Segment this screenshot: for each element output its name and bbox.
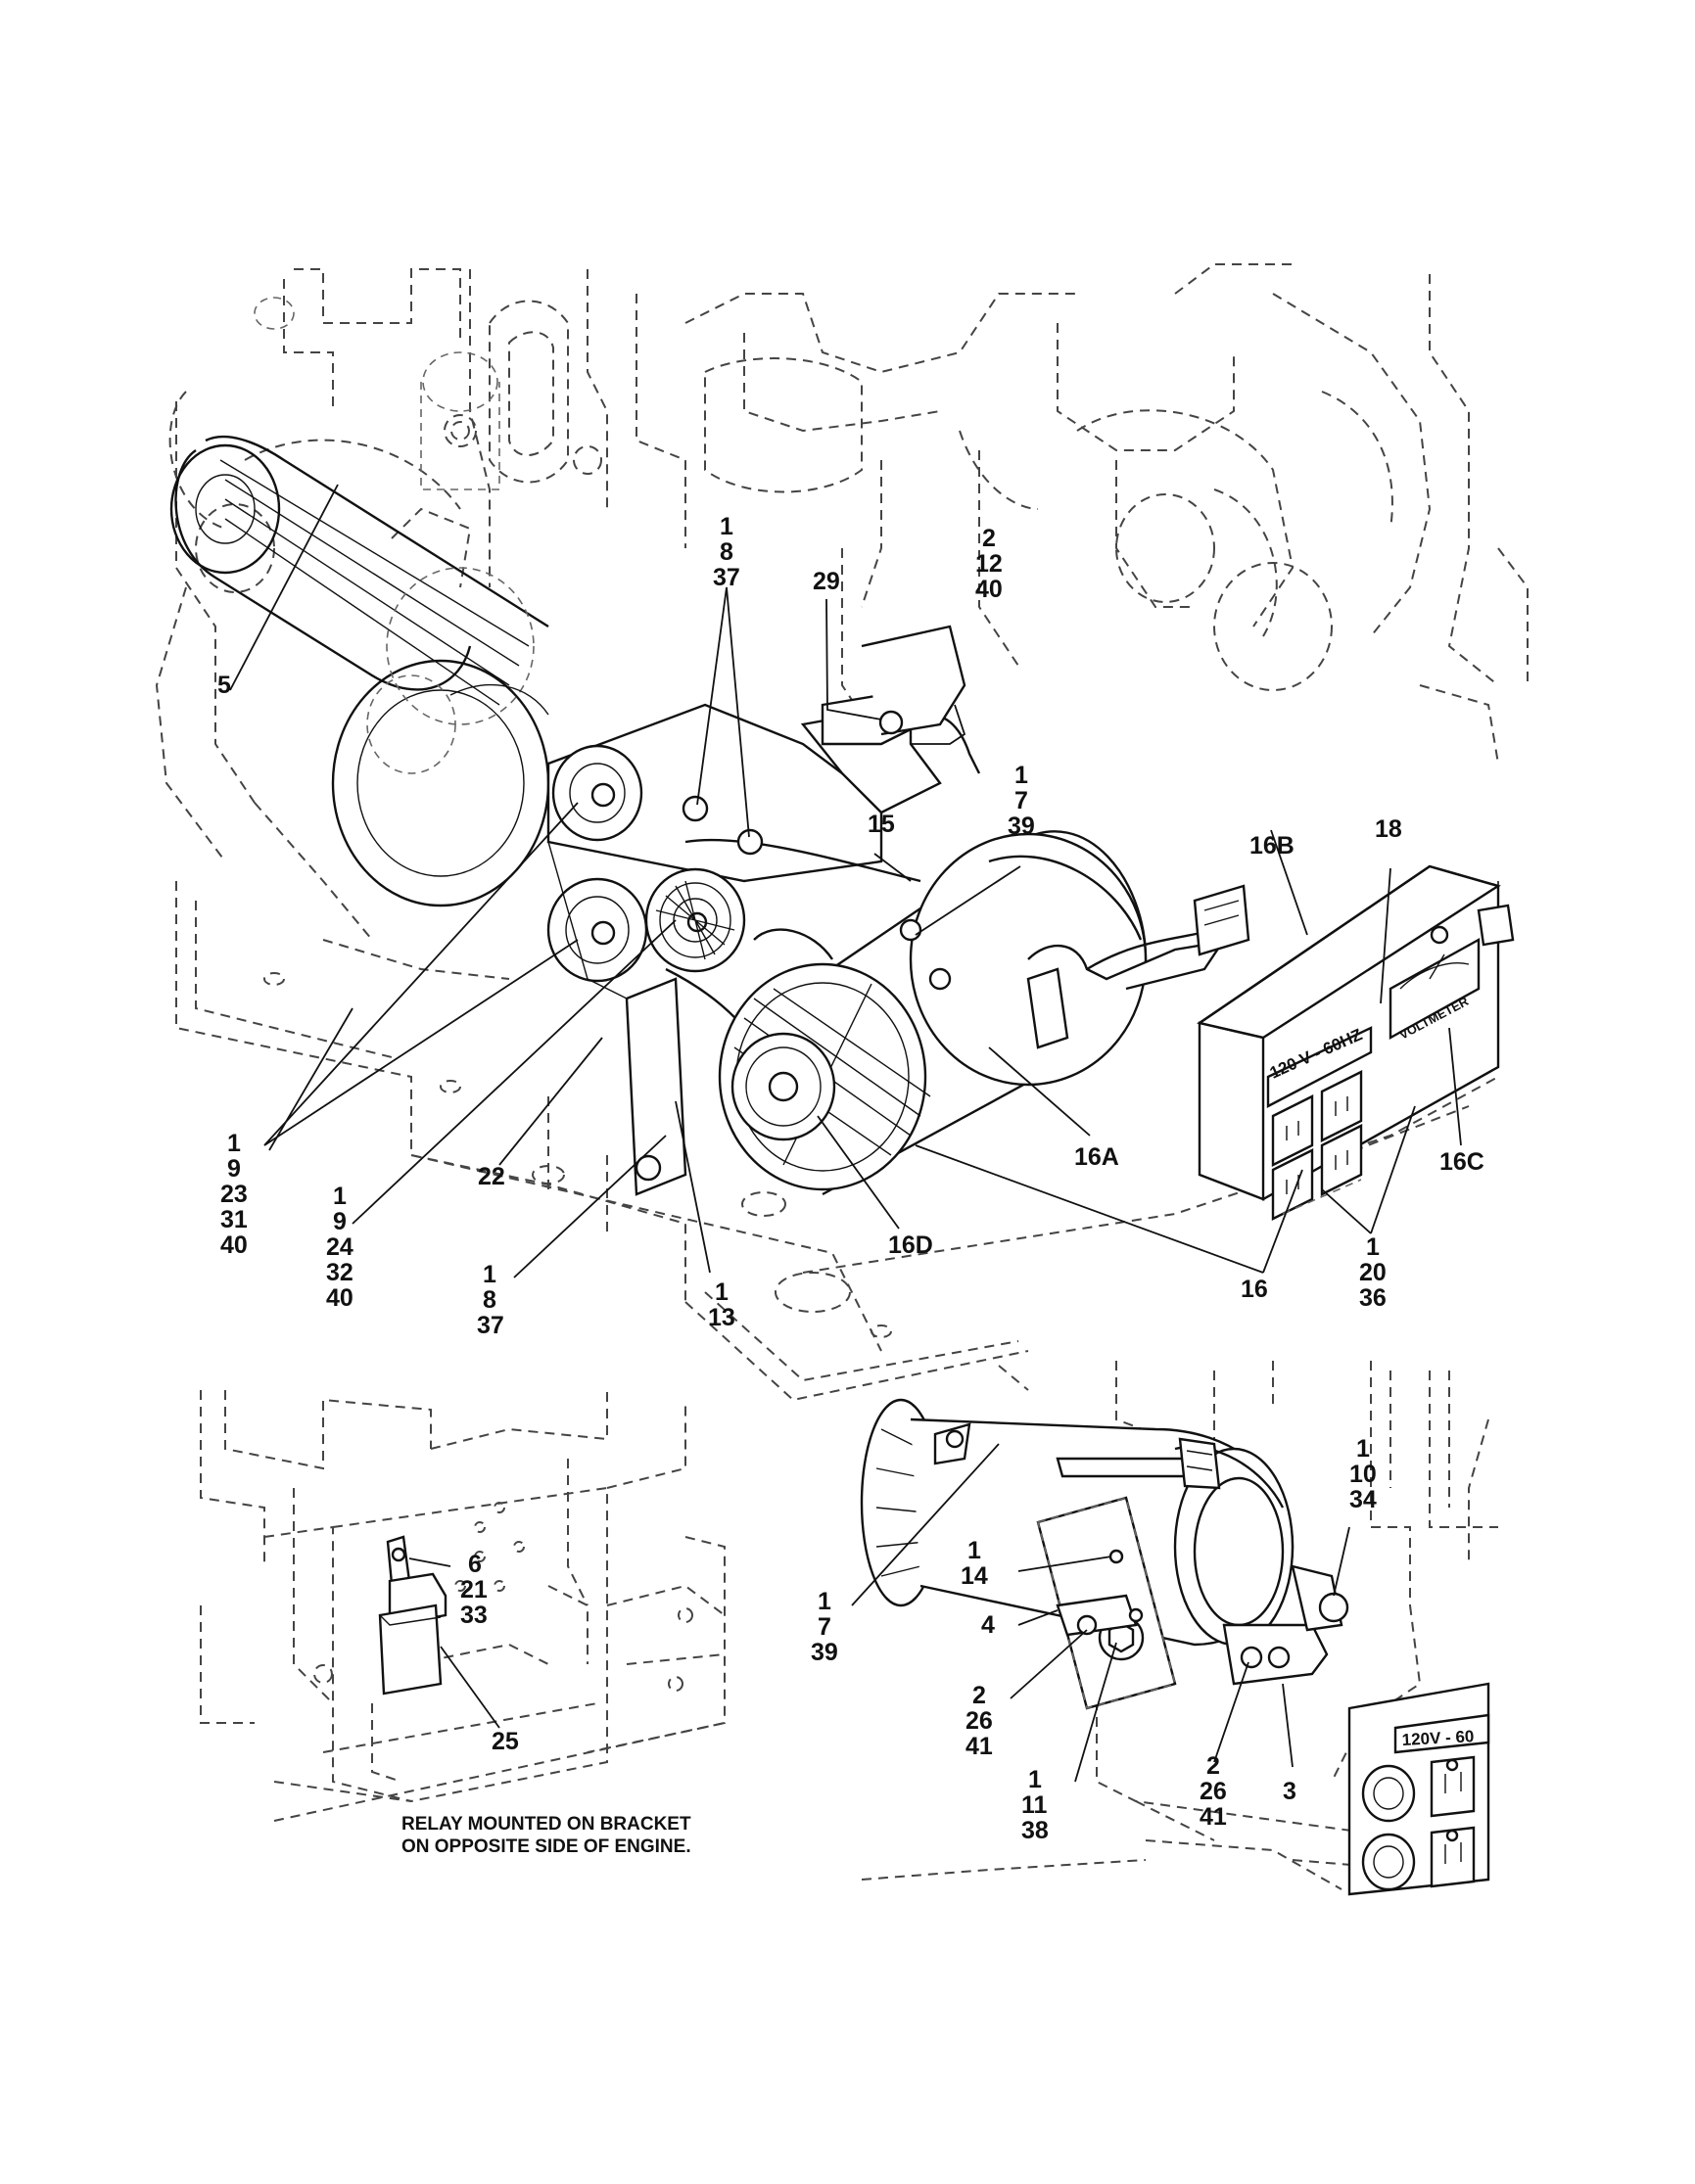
callout-line: 2 (972, 1682, 986, 1709)
callout-15: 15 (868, 811, 895, 838)
relay-inset (200, 1390, 726, 1822)
note-line-1: RELAY MOUNTED ON BRACKET (401, 1814, 691, 1835)
callout-22: 22 (478, 1163, 505, 1190)
callout-line: 37 (477, 1312, 504, 1339)
alternator-assembly (718, 830, 1250, 1196)
callout-16D: 16D (888, 1231, 933, 1259)
note-line-2: ON OPPOSITE SIDE OF ENGINE. (401, 1836, 691, 1857)
relay-location-note: RELAY MOUNTED ON BRACKET ON OPPOSITE SID… (401, 1813, 813, 1858)
callout-16B: 16B (1249, 832, 1295, 860)
callout-line: 9 (227, 1155, 241, 1183)
callout-line: 1 (818, 1588, 831, 1615)
callout-line: 7 (1014, 787, 1028, 814)
callout-18: 18 (1375, 815, 1402, 843)
callout-line: 34 (1349, 1486, 1377, 1513)
callout-line: 39 (1008, 813, 1035, 840)
callout-25: 25 (492, 1728, 519, 1755)
serpentine-belt (169, 297, 550, 907)
callout-line: 10 (1349, 1461, 1377, 1488)
callout-line: 9 (333, 1208, 347, 1235)
callout-16C: 16C (1439, 1148, 1484, 1176)
callout-line: 8 (483, 1286, 496, 1314)
callout-line: 1 (227, 1130, 241, 1157)
callout-line: 1 (1366, 1233, 1380, 1261)
callout-line: 26 (965, 1707, 993, 1735)
callout-line: 33 (460, 1602, 488, 1629)
callout-line: 37 (713, 564, 740, 591)
callout-line: 2 (1206, 1752, 1220, 1780)
callout-5: 5 (217, 672, 231, 699)
callout-line: 26 (1200, 1778, 1227, 1805)
callout-line: 40 (975, 576, 1003, 603)
alternator-mount-inset: 120V - 60 (851, 1361, 1498, 1896)
callout-line: 1 (1014, 762, 1028, 789)
callout-line: 1 (1356, 1435, 1370, 1463)
callout-line: 39 (811, 1639, 838, 1666)
callout-line: 12 (975, 550, 1003, 578)
callout-line: 36 (1359, 1284, 1387, 1312)
callout-line: 14 (961, 1562, 988, 1590)
callout-line: 23 (220, 1181, 248, 1208)
callout-line: 1 (333, 1183, 347, 1210)
callout-16: 16 (1241, 1276, 1268, 1303)
callout-line: 20 (1359, 1259, 1387, 1286)
callout-line: 8 (720, 538, 733, 566)
callout-16A: 16A (1074, 1143, 1119, 1171)
callout-line: 40 (220, 1231, 248, 1259)
callout-line: 1 (1028, 1766, 1042, 1793)
idler-pulley-assembly (546, 625, 981, 1196)
callout-29: 29 (813, 568, 840, 595)
callout-line: 1 (967, 1537, 981, 1564)
callout-line: 11 (1021, 1791, 1048, 1819)
callout-line: 2 (982, 525, 996, 552)
callout-line: 41 (1200, 1803, 1227, 1831)
callout-4: 4 (981, 1611, 995, 1639)
callout-line: 40 (326, 1284, 353, 1312)
callout-line: 1 (720, 513, 733, 540)
callout-line: 13 (708, 1304, 735, 1331)
callout-line: 21 (460, 1576, 488, 1603)
callout-3: 3 (1283, 1778, 1296, 1805)
callout-line: 1 (715, 1278, 729, 1306)
callout-labels: 5 1 9 23 31 40 1 9 24 32 40 22 1 8 37 1 … (217, 513, 1484, 1844)
callout-line: 32 (326, 1259, 353, 1286)
main-view-leaders (229, 484, 1462, 1278)
outlet-voltmeter-box: 120 V - 60HZ VOLTMETER (1197, 864, 1515, 1221)
callout-line: 1 (483, 1261, 496, 1288)
engine-phantom-outline (155, 263, 1529, 1402)
callout-line: 7 (818, 1613, 831, 1641)
callout-line: 38 (1021, 1817, 1049, 1844)
callout-line: 41 (965, 1733, 993, 1760)
callout-line: 24 (326, 1233, 353, 1261)
callout-line: 31 (220, 1206, 248, 1233)
inset-panel-rating-text: 120V - 60 (1401, 1727, 1475, 1749)
callout-line: 6 (468, 1551, 482, 1578)
